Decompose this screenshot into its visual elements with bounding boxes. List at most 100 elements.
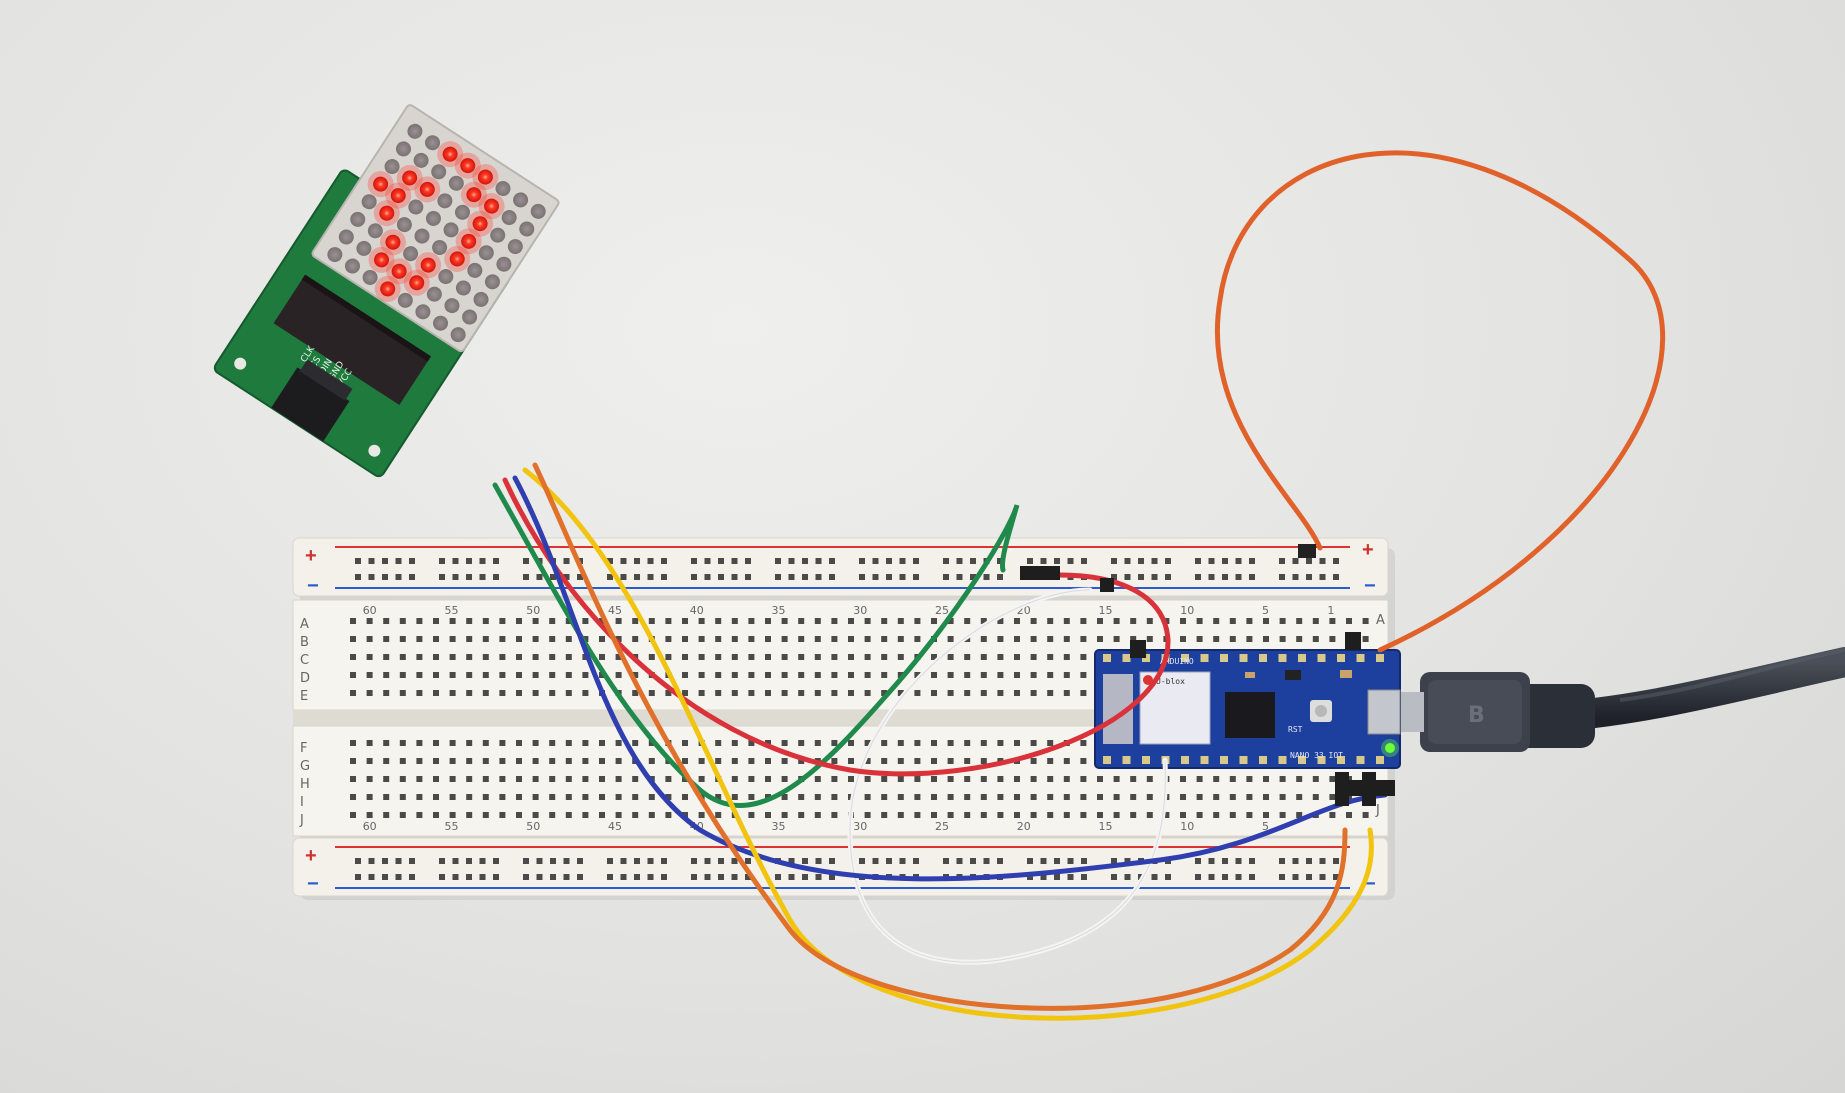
hole <box>499 776 506 782</box>
hole <box>615 636 622 642</box>
hole <box>781 672 788 678</box>
rail-hole <box>1081 858 1087 864</box>
hole <box>599 618 605 624</box>
hole <box>449 776 456 782</box>
hole <box>1030 776 1037 782</box>
hole <box>383 618 390 624</box>
hole <box>947 812 954 818</box>
hole <box>881 672 888 678</box>
rail-hole <box>731 858 738 864</box>
led-off <box>361 194 377 210</box>
hole <box>1113 636 1120 642</box>
hole <box>466 690 473 696</box>
hole <box>416 740 423 746</box>
hole <box>682 618 688 624</box>
column-number: 5 <box>1262 820 1269 833</box>
hole <box>1130 776 1137 782</box>
hole <box>731 740 738 746</box>
hole <box>715 758 722 764</box>
hole <box>383 654 390 660</box>
hole <box>516 776 522 782</box>
hole <box>980 812 987 818</box>
arduino-nano-board: U-blox RST NANO 33 IOT ARDUINO <box>1094 649 1401 769</box>
hole <box>1346 618 1352 624</box>
hole <box>582 776 589 782</box>
hole <box>466 672 473 678</box>
rail-hole <box>815 558 822 564</box>
hole <box>931 758 937 764</box>
hole <box>1030 654 1037 660</box>
hole <box>565 654 572 660</box>
hole <box>648 794 655 800</box>
hole <box>964 794 971 800</box>
hole <box>881 618 888 624</box>
hole <box>814 618 821 624</box>
hole <box>499 794 506 800</box>
hole <box>632 636 639 642</box>
led-off <box>437 193 453 209</box>
rail-hole <box>395 558 402 564</box>
hole <box>532 740 539 746</box>
hole <box>1063 794 1070 800</box>
hole <box>748 794 755 800</box>
hole <box>914 618 921 624</box>
hole <box>715 690 722 696</box>
hole <box>648 812 655 818</box>
rail-hole <box>661 858 667 864</box>
header-pin <box>1142 756 1150 764</box>
hole <box>532 794 539 800</box>
rail-hole <box>1195 558 1201 564</box>
led-off <box>403 246 419 262</box>
rail-hole <box>466 874 472 880</box>
hole <box>383 758 390 764</box>
rail-hole <box>1292 874 1299 880</box>
rail-hole <box>439 574 445 580</box>
hole <box>1346 812 1352 818</box>
rail-hole <box>859 858 865 864</box>
rail-hole <box>439 874 445 880</box>
rail-hole <box>731 574 738 580</box>
rail-hole <box>577 874 583 880</box>
hole <box>1047 636 1054 642</box>
hole <box>997 636 1004 642</box>
rail-hole <box>775 558 781 564</box>
rail-minus-right-top: − <box>1364 575 1376 597</box>
rail-hole <box>1292 858 1299 864</box>
hole <box>599 794 605 800</box>
rail-hole <box>409 874 415 880</box>
rail-hole <box>1040 874 1047 880</box>
hole <box>731 672 738 678</box>
hole <box>980 758 987 764</box>
led-off <box>513 192 529 208</box>
row-letter: E <box>300 689 308 704</box>
hole <box>1130 618 1137 624</box>
rail-hole <box>788 558 795 564</box>
led-off <box>350 211 366 227</box>
hole <box>449 618 456 624</box>
hole <box>881 654 888 660</box>
rail-plus-left-bottom: + <box>305 845 317 867</box>
hole <box>1047 812 1054 818</box>
hole <box>516 618 522 624</box>
blue-wire <box>512 475 1388 882</box>
hole <box>798 618 805 624</box>
hole <box>947 618 954 624</box>
led-grid <box>327 123 546 343</box>
hole <box>814 636 821 642</box>
hole <box>582 740 589 746</box>
rail-hole <box>1081 558 1087 564</box>
hole <box>482 740 489 746</box>
hole <box>1180 776 1186 782</box>
led-on <box>391 263 407 279</box>
led-on <box>390 188 406 204</box>
hole <box>416 672 423 678</box>
hole <box>682 758 688 764</box>
rail-hole <box>886 858 892 864</box>
hole <box>715 740 722 746</box>
rail-hole <box>899 574 906 580</box>
nano-header-pins <box>1103 654 1384 764</box>
led-off <box>356 240 372 256</box>
rail-hole <box>1111 858 1117 864</box>
rail-hole <box>745 858 751 864</box>
hole <box>615 776 622 782</box>
